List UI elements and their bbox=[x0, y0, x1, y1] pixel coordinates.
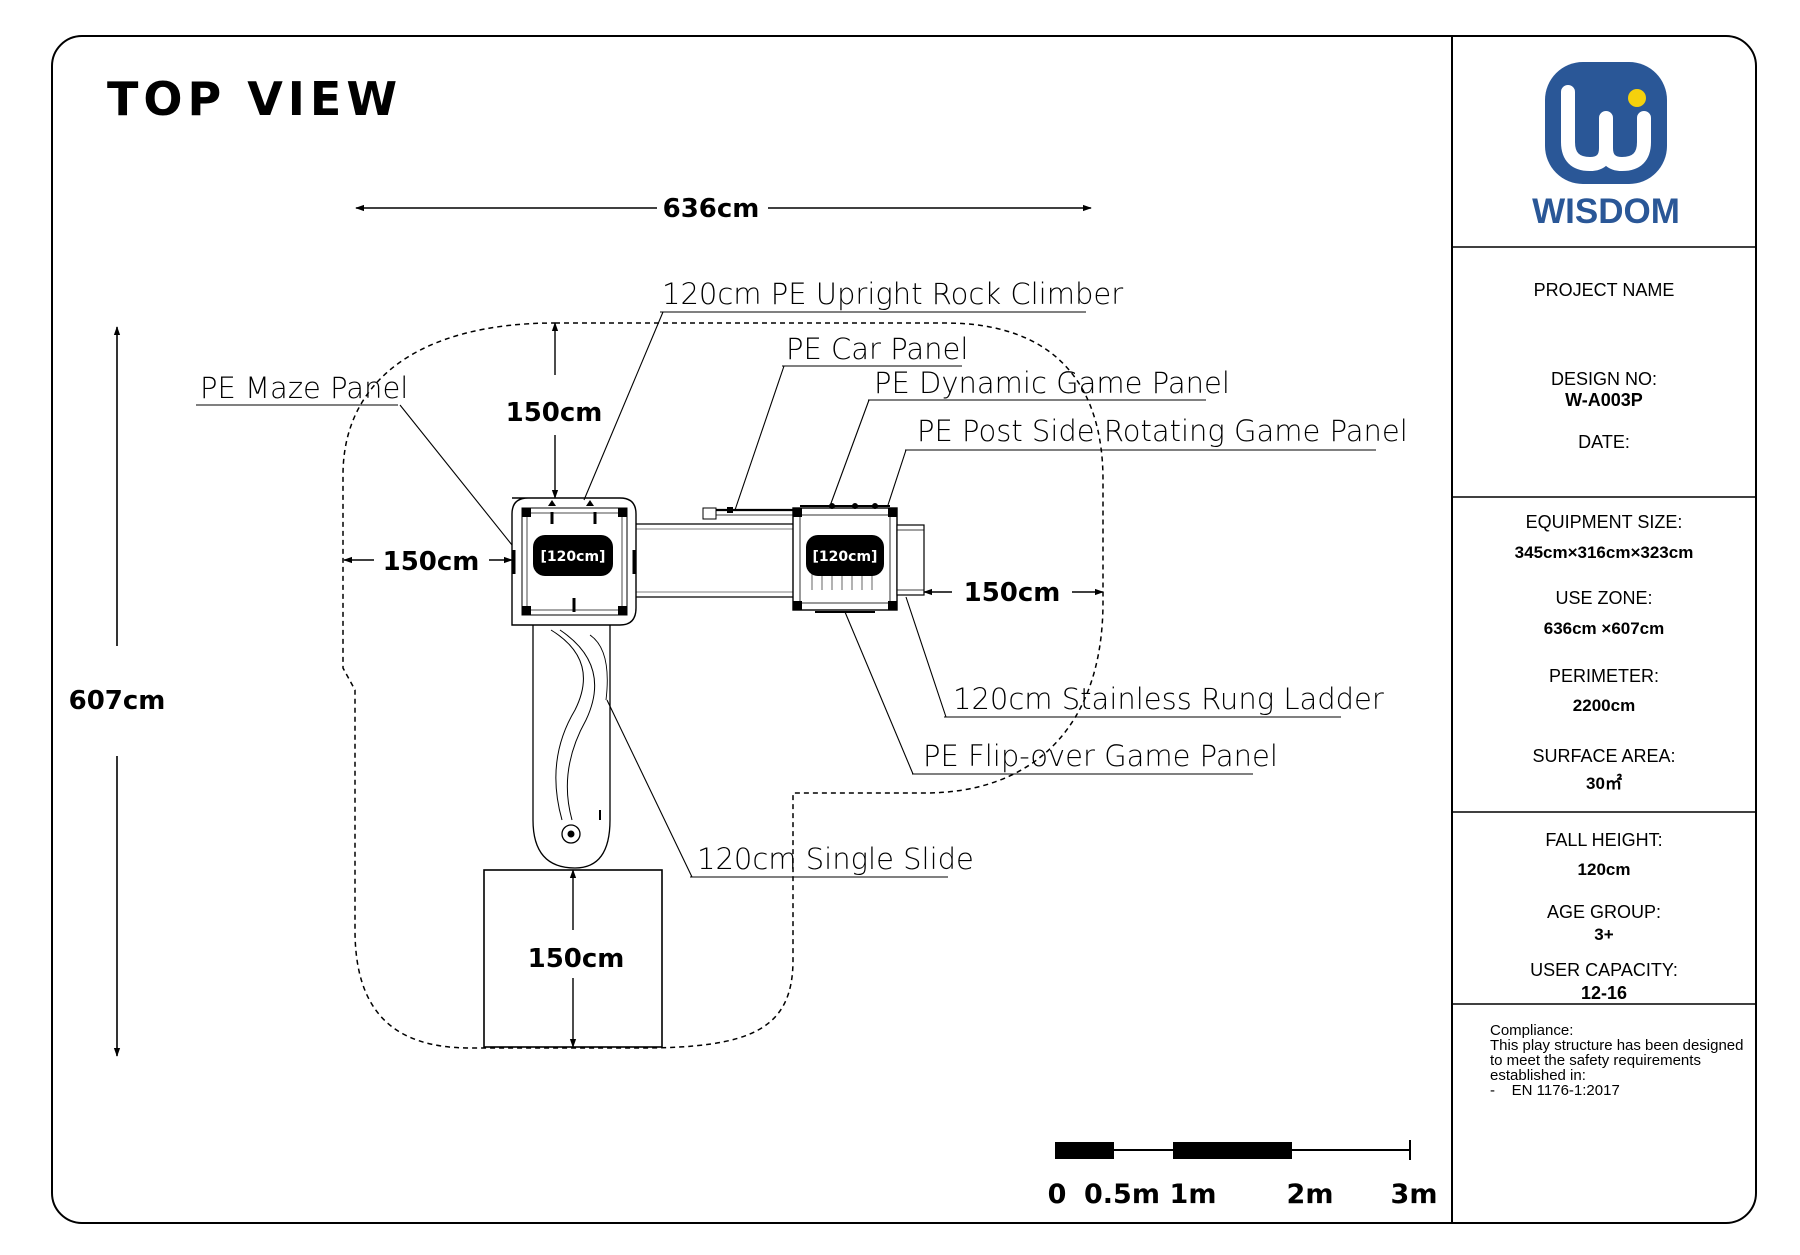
bridge bbox=[620, 523, 797, 598]
perimeter-value: 2200cm bbox=[1573, 696, 1635, 715]
perimeter-label: PERIMETER: bbox=[1549, 666, 1659, 686]
left-platform-tag bbox=[533, 535, 613, 576]
compliance-line-2: to meet the safety requirements bbox=[1490, 1052, 1701, 1069]
fall-height-label: FALL HEIGHT: bbox=[1545, 830, 1662, 850]
callout-rotating-panel: PE Post Side Rotating Game Panel bbox=[917, 414, 1408, 448]
design-no-value: W-A003P bbox=[1565, 390, 1643, 410]
brand-name: WISDOM bbox=[1532, 192, 1680, 231]
logo-w-mark bbox=[1561, 85, 1651, 171]
scale-label-2m: 2m bbox=[1287, 1179, 1334, 1210]
scale-label-1m: 1m bbox=[1170, 1179, 1217, 1210]
single-slide bbox=[532, 619, 611, 869]
age-group-value: 3+ bbox=[1594, 925, 1613, 944]
slide-clearance: 150cm bbox=[528, 944, 625, 974]
use-zone-label: USE ZONE: bbox=[1555, 588, 1652, 608]
top-clearance: 150cm bbox=[506, 398, 603, 428]
user-capacity-label: USER CAPACITY: bbox=[1530, 960, 1678, 980]
sheet-border bbox=[51, 35, 1757, 1224]
left-clearance: 150cm bbox=[383, 547, 480, 577]
compliance-standard: - EN 1176-1:2017 bbox=[1490, 1082, 1620, 1099]
right-platform-height: [120cm] bbox=[813, 549, 878, 565]
equipment-size-label: EQUIPMENT SIZE: bbox=[1526, 512, 1683, 532]
wisdom-logo bbox=[1545, 62, 1667, 184]
scale-label-3m: 3m bbox=[1391, 1179, 1438, 1210]
callout-car-panel: PE Car Panel bbox=[786, 332, 968, 366]
callout-single-slide: 120cm Single Slide bbox=[697, 842, 974, 876]
project-name-label: PROJECT NAME bbox=[1534, 280, 1675, 300]
callout-flip-panel: PE Flip-over Game Panel bbox=[923, 739, 1278, 773]
age-group-label: AGE GROUP: bbox=[1547, 902, 1661, 922]
use-zone-outline bbox=[342, 322, 1104, 1049]
car-panel bbox=[702, 507, 800, 520]
compliance-line-1: This play structure has been designed bbox=[1490, 1037, 1743, 1054]
surface-area-value: 30㎡ bbox=[1586, 773, 1622, 793]
callout-leaders bbox=[196, 311, 1376, 878]
width-dimension: 636cm bbox=[663, 194, 760, 224]
left-platform-height: [120cm] bbox=[541, 549, 606, 565]
logo-dot bbox=[1628, 89, 1646, 107]
user-capacity-value: 12-16 bbox=[1581, 983, 1627, 1003]
equipment-size-value: 345cm×316cm×323cm bbox=[1515, 543, 1694, 562]
scale-bar bbox=[1055, 1140, 1411, 1160]
callout-rung-ladder: 120cm Stainless Rung Ladder bbox=[953, 682, 1384, 716]
design-no-label: DESIGN NO: bbox=[1551, 369, 1657, 389]
compliance-heading: Compliance: bbox=[1490, 1022, 1573, 1039]
rung-ladder bbox=[896, 524, 925, 596]
right-clearance: 150cm bbox=[964, 578, 1061, 608]
scale-label-0: 0 bbox=[1048, 1179, 1067, 1210]
callout-rock-climber: 120cm PE Upright Rock Climber bbox=[662, 277, 1123, 311]
surface-area-label: SURFACE AREA: bbox=[1532, 746, 1675, 766]
scale-label-0-5m: 0.5m bbox=[1084, 1179, 1160, 1210]
drawing-title: TOP VIEW bbox=[107, 72, 402, 126]
fall-height-value: 120cm bbox=[1578, 860, 1631, 879]
use-zone-value: 636cm ×607cm bbox=[1544, 619, 1665, 638]
compliance-line-3: established in: bbox=[1490, 1067, 1586, 1084]
right-platform-tag bbox=[806, 535, 884, 576]
callout-dynamic-panel: PE Dynamic Game Panel bbox=[874, 366, 1230, 400]
height-dimension: 607cm bbox=[69, 686, 166, 716]
date-label: DATE: bbox=[1578, 432, 1630, 452]
callout-maze-panel: PE Maze Panel bbox=[200, 371, 408, 405]
